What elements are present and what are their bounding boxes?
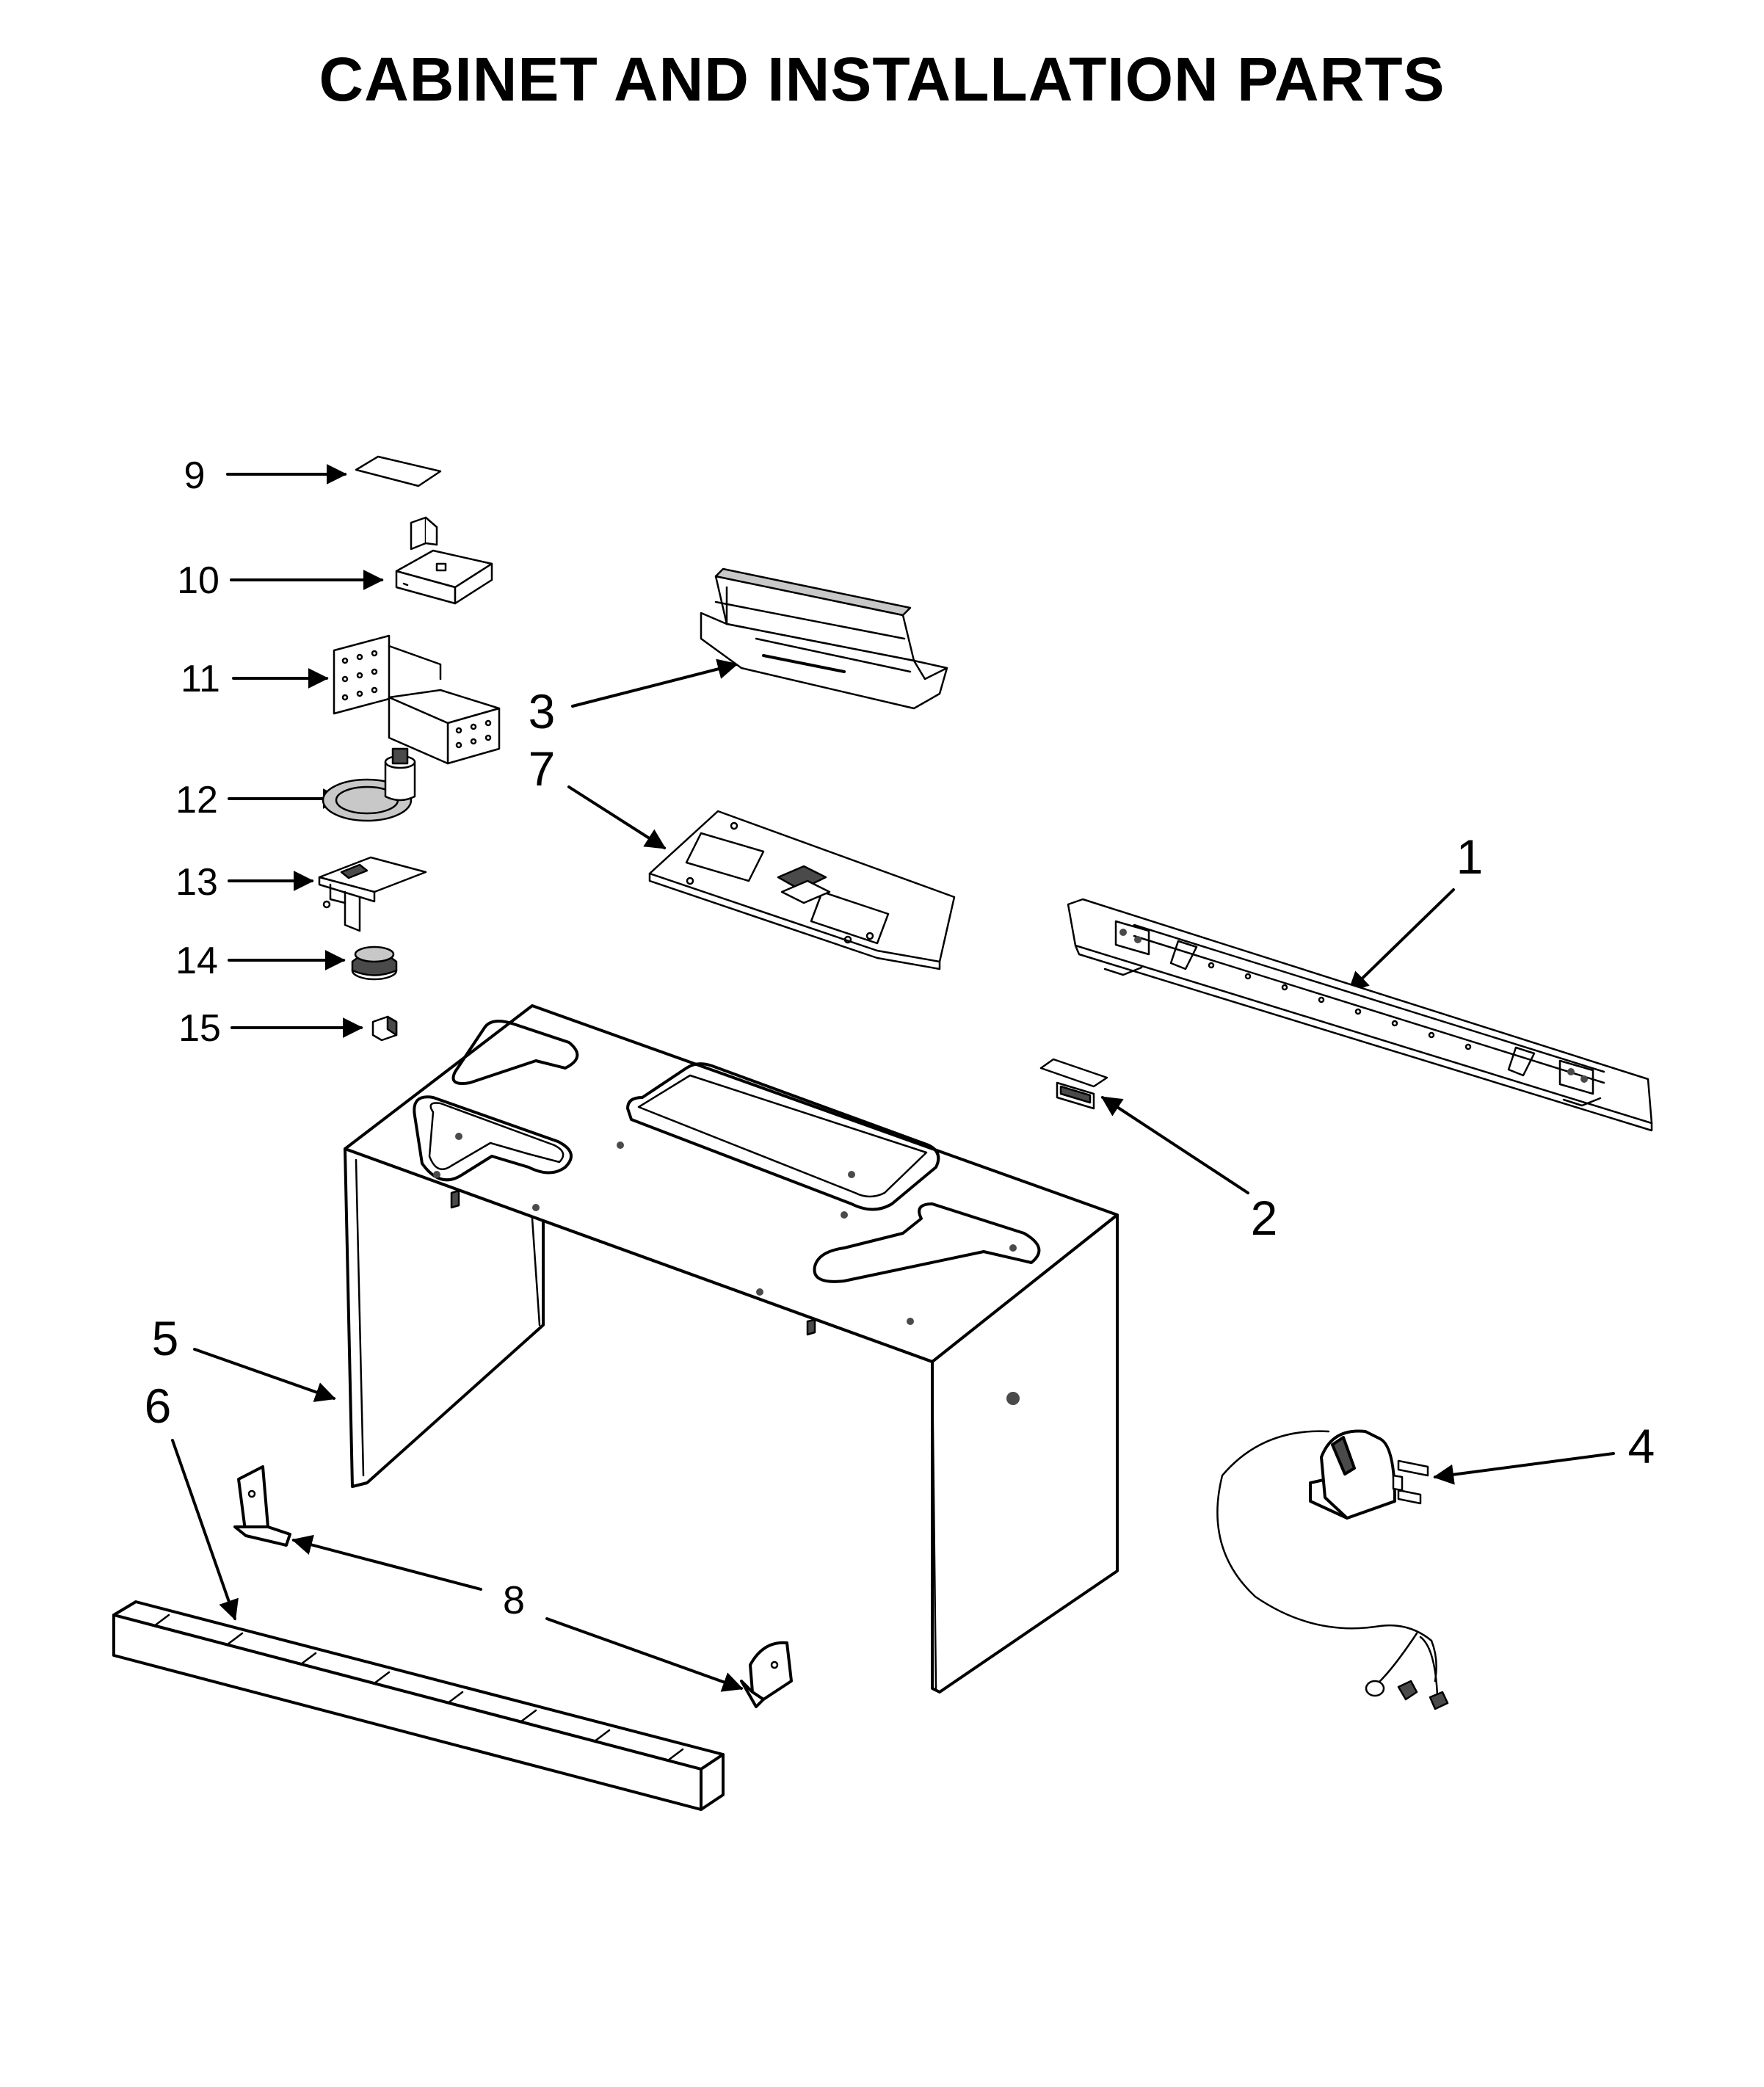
callout-label-9: 9 bbox=[184, 454, 206, 497]
part-6-lower-trim bbox=[112, 1600, 725, 1811]
callout-label-4: 4 bbox=[1628, 1419, 1655, 1473]
callout-label-5: 5 bbox=[152, 1311, 179, 1365]
arrow-7 bbox=[567, 785, 667, 849]
part-12-stirrer bbox=[322, 747, 416, 822]
arrow-3 bbox=[571, 658, 738, 708]
callout-labels: 9 10 11 12 13 14 15 3 7 1 2 5 6 8 4 bbox=[145, 454, 1655, 1622]
callout-label-15: 15 bbox=[178, 1007, 221, 1050]
callout-label-12: 12 bbox=[175, 779, 218, 821]
callout-label-14: 14 bbox=[175, 940, 218, 982]
part-3-vent-grille bbox=[700, 567, 948, 710]
arrow-1 bbox=[1347, 888, 1455, 992]
callout-label-8: 8 bbox=[503, 1578, 525, 1622]
page-title: CABINET AND INSTALLATION PARTS bbox=[319, 45, 1445, 114]
arrow-6 bbox=[171, 1439, 239, 1621]
part-1-mounting-rail bbox=[1067, 898, 1653, 1132]
leader-arrows bbox=[171, 464, 1615, 1692]
part-15-connector bbox=[371, 1015, 398, 1042]
part-2-clip bbox=[1039, 1058, 1108, 1110]
part-7-mounting-plate bbox=[648, 810, 956, 970]
callout-label-2: 2 bbox=[1251, 1191, 1278, 1245]
arrow-5 bbox=[193, 1348, 336, 1402]
callout-label-10: 10 bbox=[177, 559, 219, 602]
part-9-label bbox=[355, 455, 442, 487]
part-5-cabinet bbox=[344, 1004, 1119, 1694]
arrow-2 bbox=[1100, 1096, 1249, 1194]
arrow-8-right bbox=[545, 1617, 744, 1692]
part-8-brackets bbox=[233, 1465, 793, 1708]
part-13-switch-bracket bbox=[318, 856, 427, 932]
callout-label-11: 11 bbox=[181, 658, 220, 700]
part-4-power-cord bbox=[1216, 1429, 1449, 1710]
callout-label-7: 7 bbox=[529, 741, 556, 796]
part-10-box bbox=[395, 516, 493, 605]
arrow-8-left bbox=[291, 1534, 482, 1591]
callout-label-6: 6 bbox=[145, 1379, 172, 1433]
part-14-thermostat bbox=[351, 945, 398, 981]
callout-label-1: 1 bbox=[1456, 830, 1484, 884]
arrow-4 bbox=[1433, 1452, 1615, 1485]
callout-label-3: 3 bbox=[529, 684, 556, 738]
part-11-bracket bbox=[333, 634, 501, 765]
callout-label-13: 13 bbox=[175, 861, 218, 904]
